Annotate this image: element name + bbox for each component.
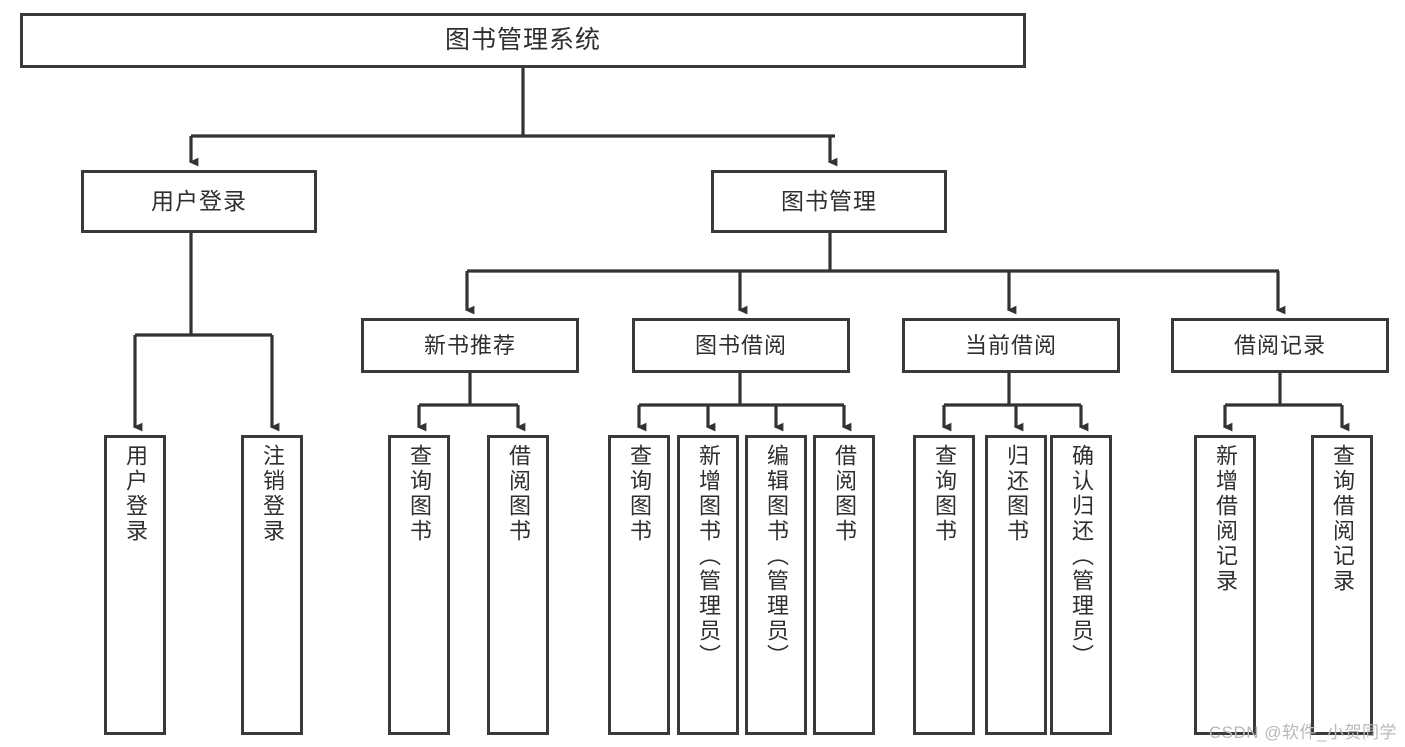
node-user-login[interactable]: 用户登录 — [81, 170, 317, 233]
node-leaf-query-book-borrow-label: 查询图书 — [627, 444, 652, 544]
node-leaf-user-login[interactable]: 用户登录 — [104, 435, 166, 735]
node-leaf-borrow-book-label: 借阅图书 — [832, 444, 857, 544]
node-book-management[interactable]: 图书管理 — [711, 170, 947, 233]
node-borrow-record-label: 借阅记录 — [1233, 332, 1326, 358]
node-leaf-add-borrow-record-label: 新增借阅记录 — [1213, 444, 1238, 594]
node-current-borrow-label: 当前借阅 — [964, 332, 1057, 358]
node-leaf-user-login-label: 用户登录 — [123, 444, 148, 544]
node-root[interactable]: 图书管理系统 — [20, 13, 1026, 68]
node-leaf-query-book-recommend[interactable]: 查询图书 — [388, 435, 450, 735]
node-book-management-label: 图书管理 — [781, 188, 877, 214]
node-leaf-return-book-label: 归还图书 — [1004, 444, 1029, 544]
node-leaf-confirm-return[interactable]: 确认归还（管理员） — [1050, 435, 1112, 735]
node-leaf-query-borrow-record-label: 查询借阅记录 — [1330, 444, 1355, 594]
node-leaf-add-book-label: 新增图书（管理员） — [696, 444, 721, 669]
node-leaf-logout[interactable]: 注销登录 — [241, 435, 303, 735]
node-book-borrow[interactable]: 图书借阅 — [632, 318, 850, 373]
node-leaf-query-book-recommend-label: 查询图书 — [407, 444, 432, 544]
watermark-text: CSDN @软件_小贺同学 — [1208, 723, 1397, 742]
node-book-borrow-label: 图书借阅 — [694, 332, 787, 358]
node-leaf-add-borrow-record[interactable]: 新增借阅记录 — [1194, 435, 1256, 735]
node-new-book-recommend[interactable]: 新书推荐 — [361, 318, 579, 373]
node-leaf-confirm-return-label: 确认归还（管理员） — [1069, 444, 1094, 669]
node-leaf-query-book-current[interactable]: 查询图书 — [913, 435, 975, 735]
node-leaf-query-book-borrow[interactable]: 查询图书 — [608, 435, 670, 735]
node-leaf-return-book[interactable]: 归还图书 — [985, 435, 1047, 735]
node-leaf-borrow-book-recommend[interactable]: 借阅图书 — [487, 435, 549, 735]
node-new-book-recommend-label: 新书推荐 — [423, 332, 516, 358]
node-leaf-add-book[interactable]: 新增图书（管理员） — [677, 435, 739, 735]
node-leaf-edit-book-label: 编辑图书（管理员） — [764, 444, 789, 669]
node-borrow-record[interactable]: 借阅记录 — [1171, 318, 1389, 373]
node-leaf-borrow-book-recommend-label: 借阅图书 — [506, 444, 531, 544]
node-leaf-edit-book[interactable]: 编辑图书（管理员） — [745, 435, 807, 735]
node-leaf-query-book-current-label: 查询图书 — [932, 444, 957, 544]
node-leaf-logout-label: 注销登录 — [260, 444, 285, 544]
node-leaf-borrow-book[interactable]: 借阅图书 — [813, 435, 875, 735]
node-root-label: 图书管理系统 — [444, 26, 601, 54]
node-user-login-label: 用户登录 — [151, 188, 247, 214]
node-leaf-query-borrow-record[interactable]: 查询借阅记录 — [1311, 435, 1373, 735]
node-current-borrow[interactable]: 当前借阅 — [902, 318, 1120, 373]
